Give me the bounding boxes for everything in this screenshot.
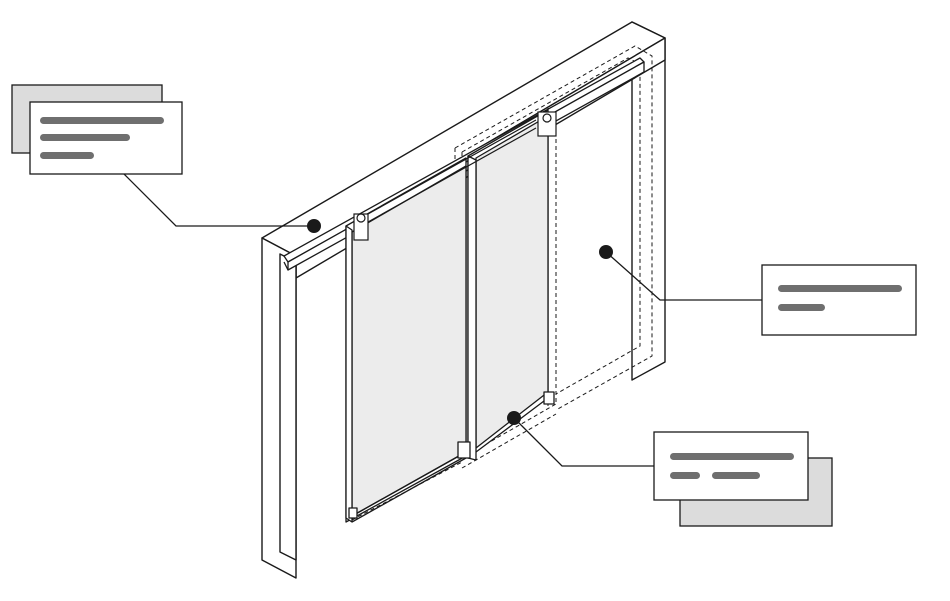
leader-bottom-guide (513, 417, 654, 467)
callout-door-panel (761, 264, 917, 336)
placeholder-line-2 (778, 304, 825, 311)
door-panel-left (345, 157, 467, 523)
marker-door-panel (599, 245, 613, 259)
placeholder-line-1 (40, 117, 164, 124)
placeholder-line-2 (40, 134, 130, 141)
callout-card (653, 431, 809, 501)
leader-lines (121, 171, 762, 467)
placeholder-line-2a (670, 472, 700, 479)
placeholder-line-1 (670, 453, 794, 460)
placeholder-line-2b (712, 472, 760, 479)
callout-top-track (11, 84, 183, 175)
door-panel-right (457, 109, 555, 461)
callout-bottom-guide (653, 431, 833, 527)
marker-top-track (307, 219, 321, 233)
callout-card (761, 264, 917, 336)
roller-hangers (353, 111, 557, 241)
leader-top-track (121, 171, 312, 227)
frame-left-jamb-inner (279, 253, 297, 561)
leader-door-panel (605, 251, 762, 301)
marker-bottom-guide (507, 411, 521, 425)
placeholder-line-3 (40, 152, 94, 159)
placeholder-line-1 (778, 285, 902, 292)
